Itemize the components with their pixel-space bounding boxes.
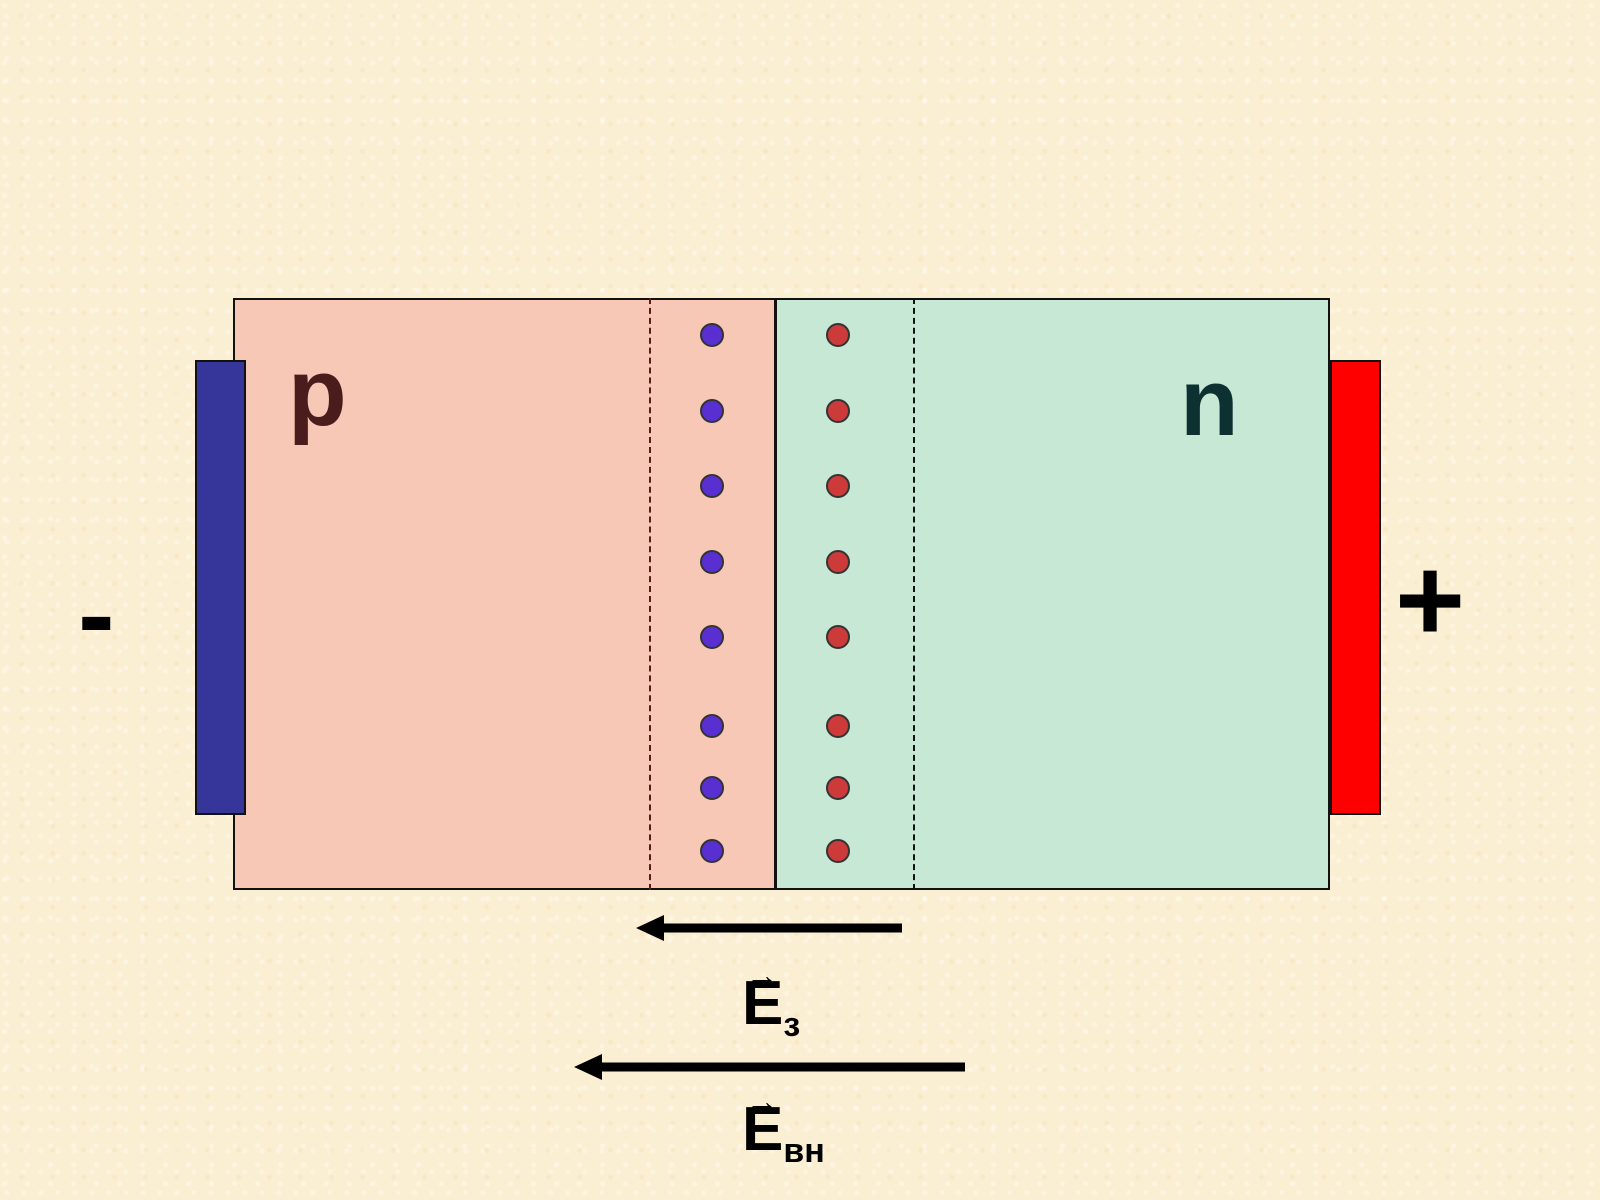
positive-electrode xyxy=(1330,360,1381,815)
positive-ion xyxy=(826,474,850,498)
n-region xyxy=(775,298,1330,890)
negative-ion xyxy=(700,474,724,498)
vector-arrow-mark: → xyxy=(746,1083,778,1119)
depletion-edge-p xyxy=(649,298,651,890)
positive-ion xyxy=(826,399,850,423)
positive-ion xyxy=(826,550,850,574)
positive-ion xyxy=(826,625,850,649)
negative-ion xyxy=(700,550,724,574)
n-region-label: n xyxy=(1180,349,1239,456)
field-symbol: E xyxy=(742,1095,784,1164)
positive-ion xyxy=(826,839,850,863)
negative-ion xyxy=(700,714,724,738)
arrow-evn xyxy=(574,1054,965,1080)
negative-electrode xyxy=(195,360,246,815)
vector-arrow-mark: → xyxy=(746,957,778,993)
negative-ion xyxy=(700,399,724,423)
minus-sign: - xyxy=(78,553,115,676)
p-region xyxy=(233,298,775,890)
field-subscript: з xyxy=(783,1006,801,1044)
field-subscript: вн xyxy=(783,1132,825,1170)
positive-ion xyxy=(826,714,850,738)
depletion-edge-n xyxy=(913,298,915,890)
positive-ion xyxy=(826,776,850,800)
field-label-e3: →Eз xyxy=(742,959,801,1044)
negative-ion xyxy=(700,776,724,800)
positive-ion xyxy=(826,323,850,347)
negative-ion xyxy=(700,625,724,649)
negative-ion xyxy=(700,323,724,347)
pn-junction-boundary xyxy=(774,298,776,890)
p-region-label: p xyxy=(288,339,347,446)
plus-sign: + xyxy=(1395,533,1466,667)
field-symbol: E xyxy=(742,969,784,1038)
negative-ion xyxy=(700,839,724,863)
field-label-evn: →Eвн xyxy=(742,1085,825,1170)
arrow-e3 xyxy=(636,915,902,941)
